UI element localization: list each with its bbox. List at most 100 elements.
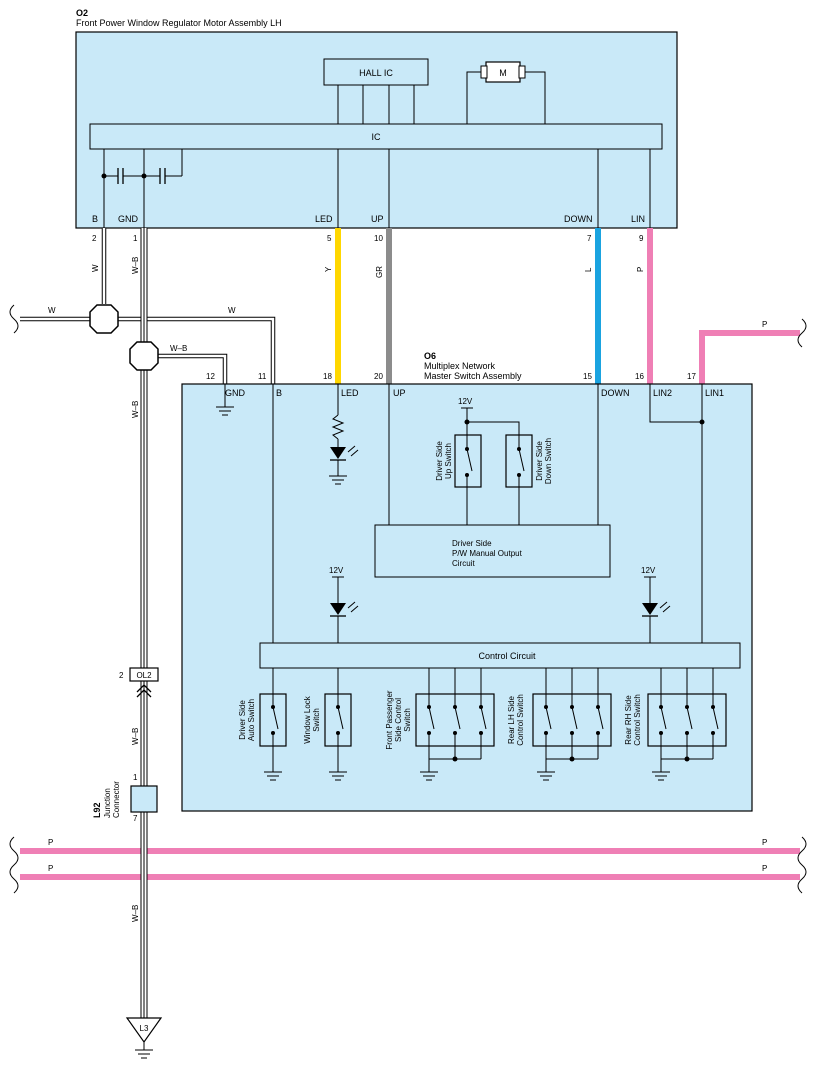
ground-icon bbox=[329, 771, 347, 781]
manual-output-label-3: Circuit bbox=[452, 559, 475, 568]
wire-wb-label-5: W–B bbox=[131, 905, 140, 922]
o2-pin-led: LED bbox=[315, 214, 333, 224]
hall-ic-box bbox=[323, 58, 429, 86]
control-circuit-label: Control Circuit bbox=[478, 651, 536, 661]
wire-l-label: L bbox=[584, 267, 593, 272]
o2-pin-num-led: 5 bbox=[327, 234, 332, 243]
wire-w-label-2: W bbox=[48, 306, 56, 315]
o2-pin-gnd: GND bbox=[118, 214, 139, 224]
o6-id: O6 bbox=[424, 351, 436, 361]
o6-pin-num-gnd: 12 bbox=[206, 372, 215, 381]
wire-p-label-1: P bbox=[636, 267, 645, 272]
rear-rh-switch bbox=[647, 668, 727, 781]
o2-pin-num-b: 2 bbox=[92, 234, 97, 243]
l92-label-1: Junction bbox=[103, 788, 112, 818]
wire-p-label-2: P bbox=[762, 320, 767, 329]
ol2-connector bbox=[129, 667, 159, 682]
chevron-up-icon bbox=[136, 689, 152, 698]
wire-gr-label: GR bbox=[375, 266, 384, 278]
o6-title-2: Master Switch Assembly bbox=[424, 371, 522, 381]
wire-pink-lin1 bbox=[699, 330, 800, 384]
lock-switch-label-1: Window Lock bbox=[303, 695, 312, 744]
o6-pin-num-b: 11 bbox=[258, 372, 267, 381]
l92-connector bbox=[130, 785, 158, 813]
wire-w-label-3: W bbox=[228, 306, 236, 315]
o6-pin-down: DOWN bbox=[601, 388, 630, 398]
o2-title: Front Power Window Regulator Motor Assem… bbox=[76, 18, 282, 28]
wire-wb-label-2: W–B bbox=[170, 344, 187, 353]
bus-p-label-1: P bbox=[48, 838, 53, 847]
break-symbol bbox=[9, 304, 19, 334]
l92-pin-bottom: 7 bbox=[133, 814, 138, 823]
ground-icon bbox=[329, 475, 347, 485]
auto-switch-label-1: Driver Side bbox=[238, 700, 247, 740]
o2-pin-up: UP bbox=[371, 214, 384, 224]
chevron-up-icon bbox=[136, 684, 152, 693]
manual-output-label-1: Driver Side bbox=[452, 539, 492, 548]
o6-pin-b: B bbox=[276, 388, 282, 398]
o2-pin-down: DOWN bbox=[564, 214, 593, 224]
front-pass-label-2: Side Control bbox=[394, 698, 403, 742]
splice-point bbox=[89, 304, 119, 334]
lock-switch-label-2: Switch bbox=[312, 708, 321, 732]
manual-output-label-2: P/W Manual Output bbox=[452, 549, 523, 558]
l92-id: L92 bbox=[92, 802, 102, 818]
o6-pin-up: UP bbox=[393, 388, 406, 398]
o6-box bbox=[181, 383, 753, 812]
v12-label-3: 12V bbox=[641, 566, 656, 575]
o6-pin-num-up: 20 bbox=[374, 372, 383, 381]
o6-pin-led: LED bbox=[341, 388, 359, 398]
break-symbol bbox=[9, 836, 19, 894]
o2-id: O2 bbox=[76, 8, 88, 18]
o2-pin-lin: LIN bbox=[631, 214, 645, 224]
ol2-num: 2 bbox=[119, 671, 124, 680]
manual-output-box bbox=[374, 524, 611, 578]
front-pass-label-3: Switch bbox=[403, 708, 412, 732]
front-pass-label-1: Front Passenger bbox=[385, 690, 394, 749]
o6-pin-num-led: 18 bbox=[323, 372, 332, 381]
wire-y-label: Y bbox=[324, 266, 333, 272]
bus-p-label-3: P bbox=[48, 864, 53, 873]
rear-rh-label-1: Rear RH Side bbox=[624, 695, 633, 745]
v12-label-2: 12V bbox=[329, 566, 344, 575]
o6-pin-num-lin1: 17 bbox=[687, 372, 696, 381]
auto-switch-label-2: Auto Switch bbox=[247, 699, 256, 741]
rear-lh-label-2: Control Switch bbox=[516, 694, 525, 746]
rear-rh-label-2: Control Switch bbox=[633, 694, 642, 746]
o6-title-1: Multiplex Network bbox=[424, 361, 496, 371]
motor-label: M bbox=[499, 68, 507, 78]
wire-wb-label-4: W–B bbox=[131, 728, 140, 745]
down-switch-label-1: Driver Side bbox=[535, 441, 544, 481]
wire-wb-label-1: W–B bbox=[131, 257, 140, 274]
o6-pin-num-lin2: 16 bbox=[635, 372, 644, 381]
down-switch-label-2: Down Switch bbox=[544, 438, 553, 484]
o6-pin-lin2: LIN2 bbox=[653, 388, 672, 398]
o2-pin-num-up: 10 bbox=[374, 234, 383, 243]
ground-icon bbox=[135, 1049, 153, 1059]
up-switch-label-2: Up Switch bbox=[444, 443, 453, 479]
l3-label: L3 bbox=[140, 1024, 149, 1033]
bus-p-label-4: P bbox=[762, 864, 767, 873]
ic-box bbox=[89, 123, 663, 150]
up-switch bbox=[454, 434, 482, 488]
l92-pin-top: 1 bbox=[133, 773, 138, 782]
l92-label-2: Connector bbox=[112, 781, 121, 818]
bus-p-label-2: P bbox=[762, 838, 767, 847]
o6-pin-lin1: LIN1 bbox=[705, 388, 724, 398]
up-switch-label-1: Driver Side bbox=[435, 441, 444, 481]
o2-pin-b: B bbox=[92, 214, 98, 224]
resistor-icon bbox=[331, 414, 345, 440]
o2-pin-num-gnd: 1 bbox=[133, 234, 138, 243]
hall-ic-label: HALL IC bbox=[359, 68, 393, 78]
o2-pin-num-down: 7 bbox=[587, 234, 592, 243]
control-circuit-box bbox=[259, 642, 741, 669]
rear-lh-switch bbox=[532, 668, 612, 781]
wire-w-label-1: W bbox=[91, 264, 100, 272]
break-symbol bbox=[797, 836, 807, 894]
ground-icon bbox=[264, 771, 282, 781]
o2-pin-num-lin: 9 bbox=[639, 234, 644, 243]
splice-point bbox=[129, 341, 159, 371]
break-symbol bbox=[797, 318, 807, 348]
capacitor-icon bbox=[101, 168, 182, 184]
